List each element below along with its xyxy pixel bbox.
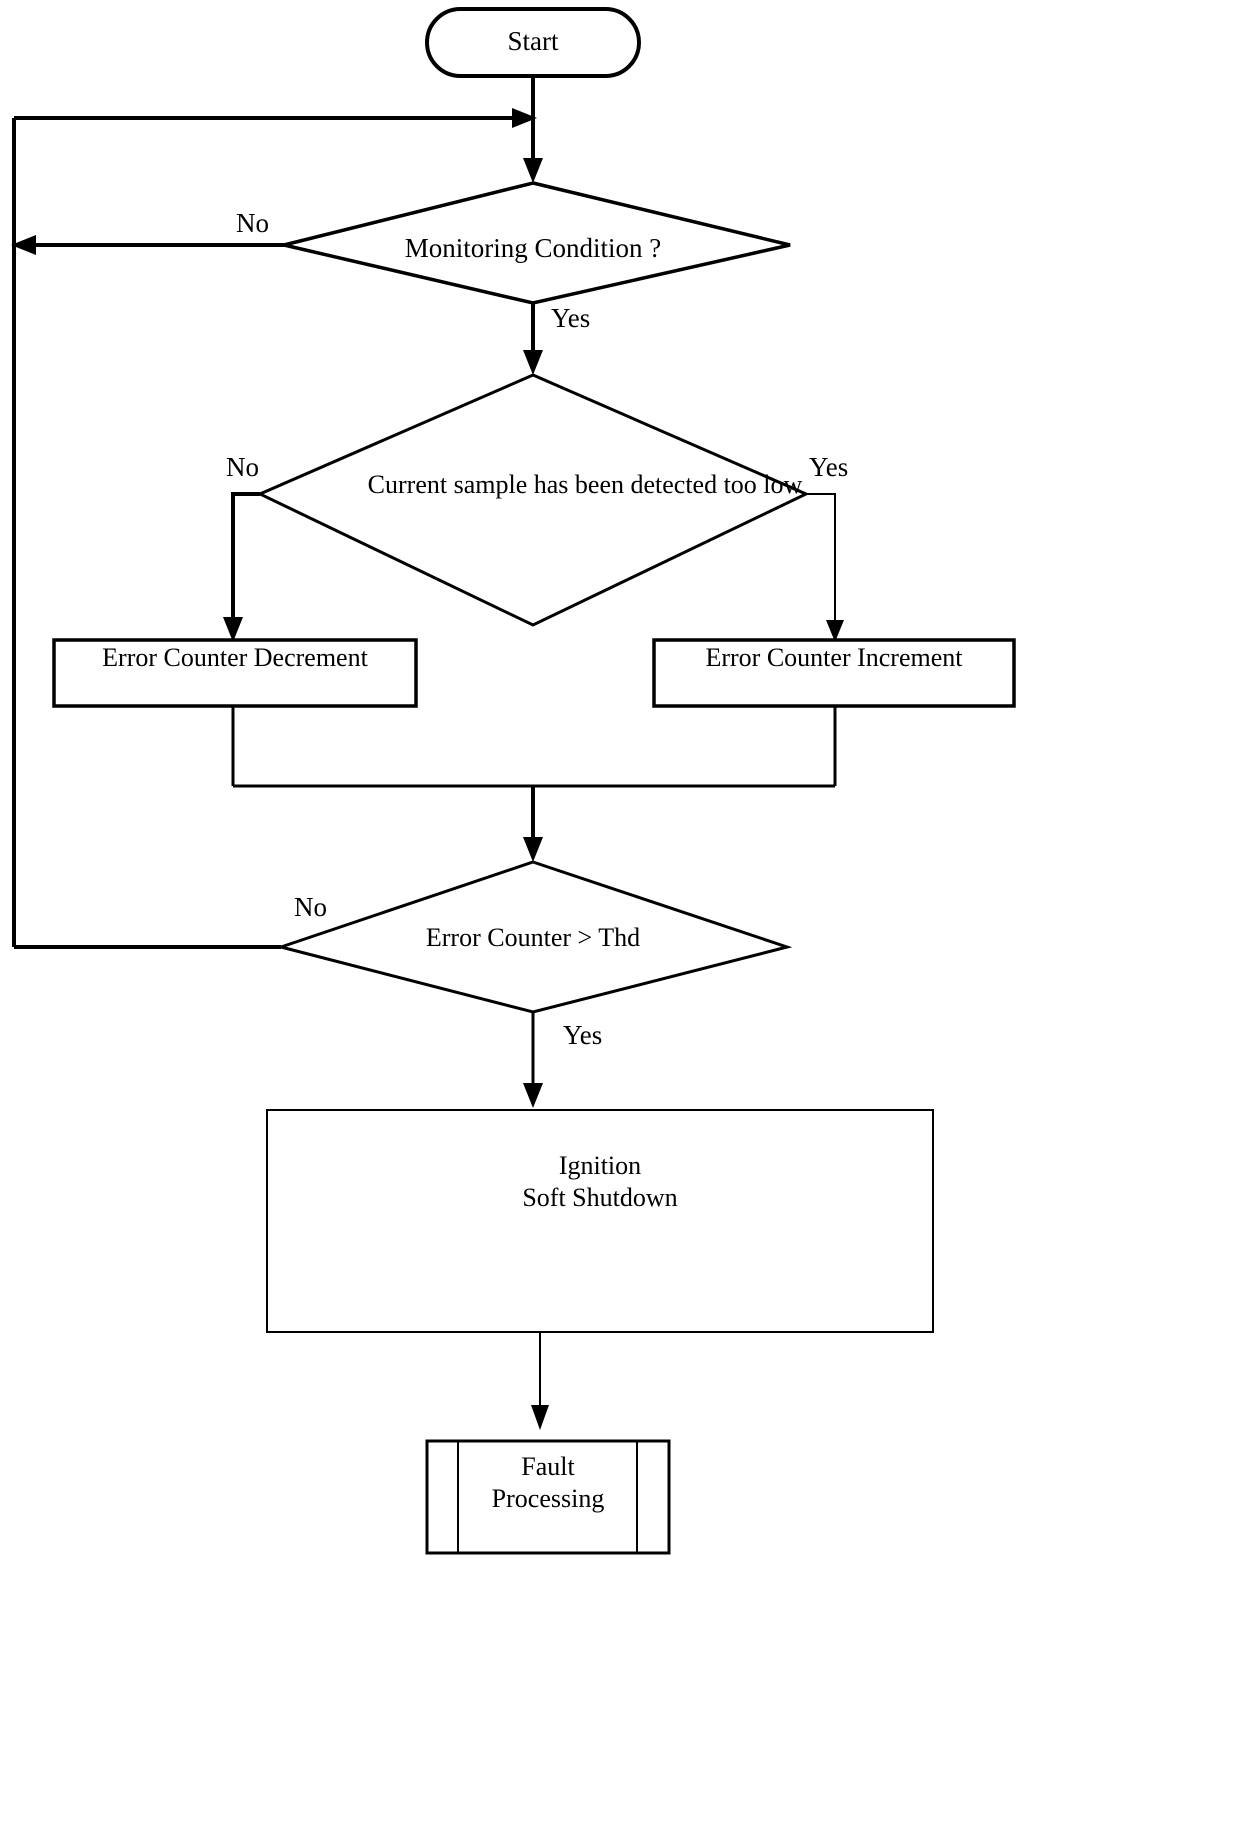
fault-label-line2: Processing [491, 1483, 605, 1513]
node-error-counter-decrement[interactable] [52, 638, 418, 708]
node-ignition-soft-shutdown[interactable] [266, 1109, 934, 1333]
node-monitoring-condition-label: Monitoring Condition ? [404, 233, 662, 263]
node-error-counter-threshold-label: Error Counter > Thd [425, 923, 641, 952]
node-start-label: Start [507, 26, 559, 56]
connector-loopback-top [14, 108, 537, 128]
fault-label-line1: Fault [521, 1452, 575, 1481]
node-sample-too-low-label: Current sample has been detected too low [367, 470, 803, 499]
connector-ignition-to-fault [531, 1332, 549, 1430]
edge-label-sample-no: No [226, 452, 259, 482]
node-error-counter-decrement-label: Error Counter Decrement [102, 643, 368, 672]
node-fault-processing[interactable] [425, 1439, 671, 1555]
connector-sample-yes [806, 493, 844, 642]
ignition-label-line2: Soft Shutdown [522, 1182, 678, 1212]
connector-threshold-yes [523, 1012, 543, 1108]
edge-label-sample-yes: Yes [809, 452, 849, 482]
node-fault-processing-label: Fault Processing [427, 1451, 669, 1514]
connector-merge-to-threshold [523, 786, 543, 862]
node-error-counter-increment[interactable] [652, 638, 1016, 708]
node-sample-too-low[interactable] [256, 373, 810, 627]
node-error-counter-increment-label: Error Counter Increment [705, 643, 963, 672]
connector-start-to-monitoring [523, 76, 543, 183]
node-ignition-soft-shutdown-label: Ignition Soft Shutdown [267, 1150, 933, 1213]
edge-label-threshold-yes: Yes [563, 1020, 603, 1050]
ignition-label-line1: Ignition [558, 1151, 642, 1180]
edge-label-monitoring-yes: Yes [551, 303, 591, 333]
connector-monitoring-no [11, 235, 284, 255]
node-monitoring-condition[interactable] [283, 181, 791, 305]
node-start[interactable] [425, 7, 641, 78]
connector-sample-no [223, 492, 260, 642]
edge-label-monitoring-no: No [236, 208, 269, 238]
edge-label-threshold-no: No [294, 892, 327, 922]
node-error-counter-threshold[interactable] [275, 860, 793, 1014]
connector-monitoring-yes [523, 303, 543, 375]
